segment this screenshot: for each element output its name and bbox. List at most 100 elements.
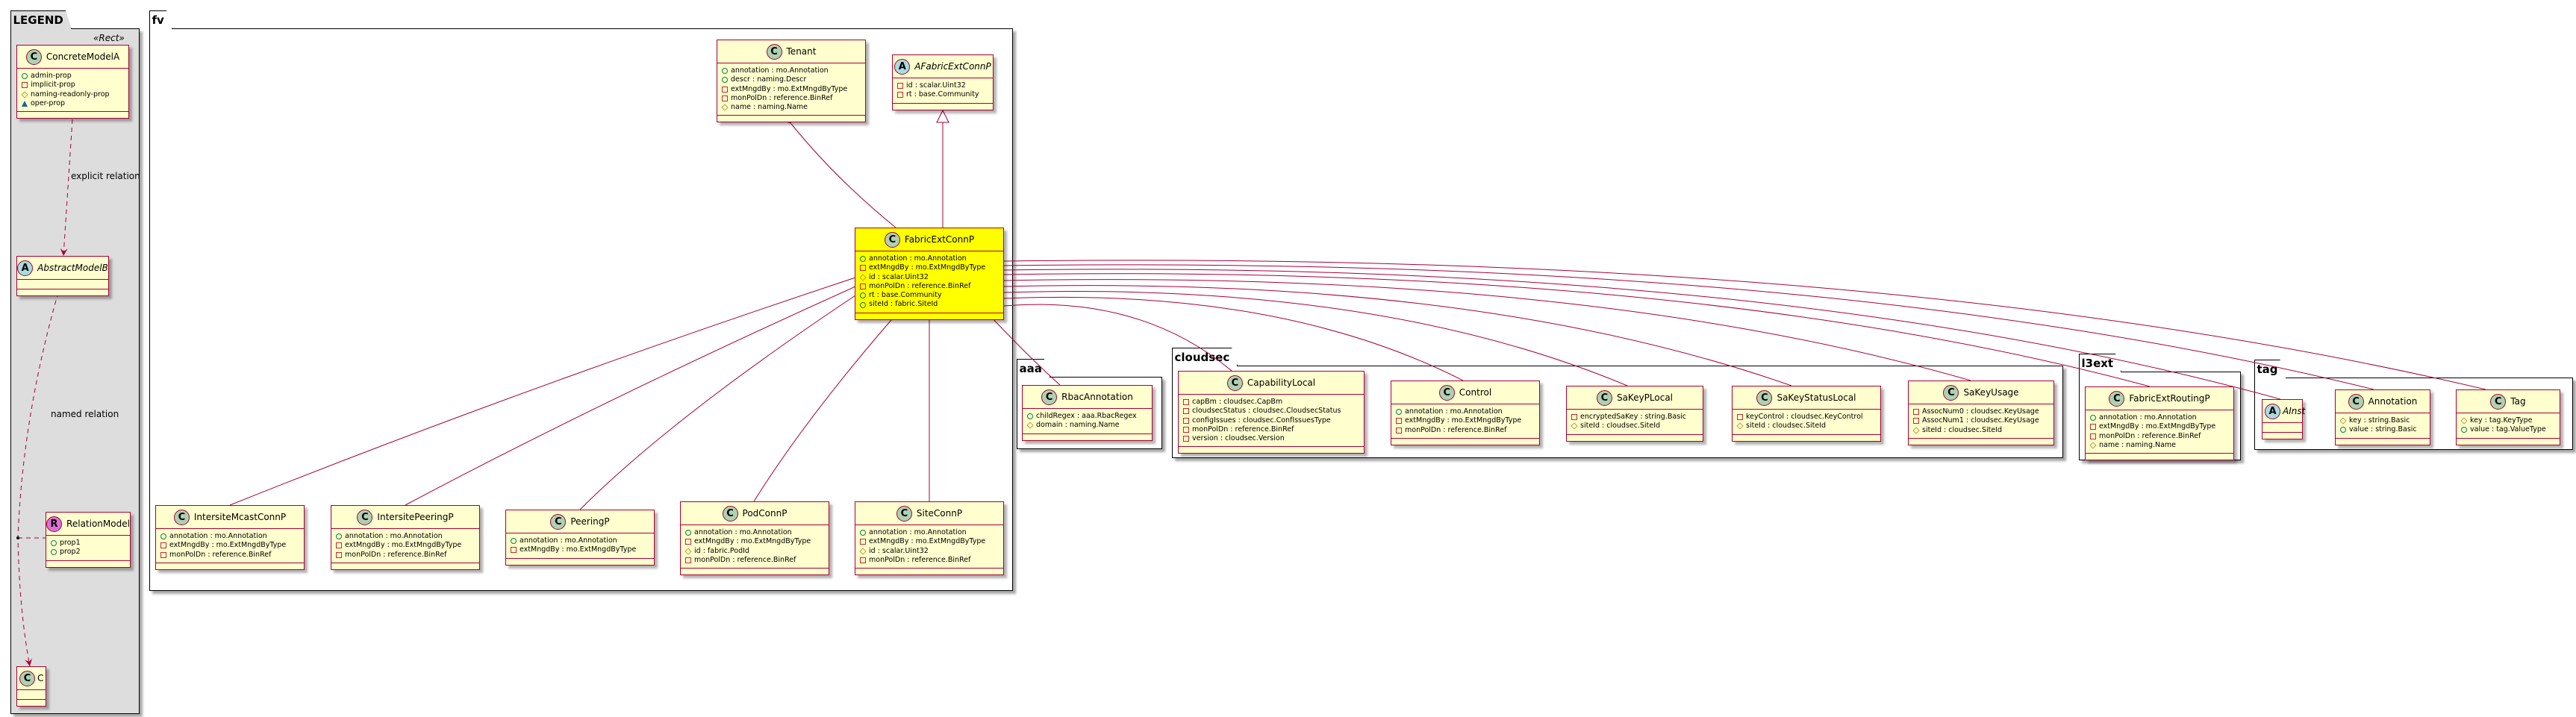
private-visibility-icon	[1396, 427, 1402, 433]
class-name: SaKeyUsage	[1963, 387, 2019, 398]
attribute: AssocNum0 : cloudsec.KeyUsage	[1913, 407, 2049, 416]
attribute: extMngdBy : mo.ExtMngdByType	[1396, 416, 1535, 425]
class-icon: C	[1041, 389, 1058, 405]
private-visibility-icon	[336, 542, 342, 549]
method-list	[2457, 439, 2560, 445]
protected-visibility-icon	[1736, 422, 1744, 430]
private-visibility-icon	[160, 542, 166, 549]
attribute: prop2	[51, 548, 125, 557]
attribute: annotation : mo.Annotation	[860, 528, 999, 537]
public-visibility-icon	[722, 77, 728, 84]
attribute-text: rt : base.Community	[869, 291, 942, 300]
attribute-text: siteId : cloudsec.SiteId	[1580, 422, 1661, 430]
method-list	[855, 313, 1003, 319]
class-icon: C	[1226, 375, 1243, 391]
method-list	[2262, 433, 2302, 439]
attribute: name : naming.Name	[721, 103, 861, 112]
private-visibility-icon	[1737, 414, 1743, 421]
method-list	[1179, 447, 1364, 453]
attribute-text: AssocNum0 : cloudsec.KeyUsage	[1922, 407, 2039, 416]
attribute-text: configIssues : cloudsec.ConfIssuesType	[1192, 416, 1331, 425]
attribute: prop1	[51, 539, 125, 548]
attribute: monPolDn : reference.BinRef	[722, 94, 861, 103]
class-icon: C	[19, 670, 35, 686]
attribute-text: naming-readonly-prop	[31, 90, 110, 98]
attribute-text: prop1	[60, 539, 81, 547]
class-icon: C	[884, 231, 900, 248]
attribute-text: annotation : mo.Annotation	[869, 528, 967, 536]
class-name: Control	[1459, 387, 1492, 398]
class-name: Tenant	[786, 46, 817, 57]
class-name: Annotation	[2368, 396, 2418, 407]
private-visibility-icon	[1571, 414, 1577, 421]
class-name: SaKeyStatusLocal	[1777, 392, 1856, 403]
attribute: implicit-prop	[22, 81, 124, 90]
attribute: extMngdBy : mo.ExtMngdByType	[336, 541, 475, 550]
attribute-text: id : scalar.Uint32	[869, 546, 929, 555]
class-icon: C	[173, 509, 190, 525]
attribute-text: version : cloudsec.Version	[1192, 434, 1285, 443]
attribute: monPolDn : reference.BinRef	[685, 556, 824, 565]
private-visibility-icon	[897, 83, 903, 90]
attribute-text: monPolDn : reference.BinRef	[869, 281, 971, 290]
attribute-list	[17, 280, 108, 289]
attribute-text: annotation : mo.Annotation	[694, 528, 792, 536]
package-tab: tag	[2254, 360, 2286, 378]
class-name: RbacAnnotation	[1061, 392, 1133, 402]
attribute-text: name : naming.Name	[731, 103, 808, 112]
attribute: childRegex : aaa.RbacRegex	[1027, 412, 1147, 421]
method-list	[681, 569, 829, 574]
attribute-text: descr : naming.Descr	[731, 75, 807, 84]
attribute-text: prop2	[60, 548, 81, 557]
class-name: AFabricExtConnP	[914, 61, 991, 72]
private-visibility-icon	[1183, 408, 1189, 415]
attribute-text: key : string.Basic	[2349, 416, 2410, 425]
package-tab: LEGEND	[10, 10, 72, 29]
attribute: extMngdBy : mo.ExtMngdByType	[511, 545, 649, 554]
attribute-text: annotation : mo.Annotation	[2099, 413, 2197, 422]
class-name: Tag	[2510, 396, 2526, 407]
attribute: annotation : mo.Annotation	[160, 532, 299, 541]
attribute-text: monPolDn : reference.BinRef	[1192, 425, 1294, 433]
class-name: IntersiteMcastConnP	[193, 512, 287, 522]
attribute-text: extMngdBy : mo.ExtMngdByType	[169, 541, 287, 550]
class-icon: C	[2109, 390, 2125, 407]
private-visibility-icon	[1183, 399, 1189, 406]
